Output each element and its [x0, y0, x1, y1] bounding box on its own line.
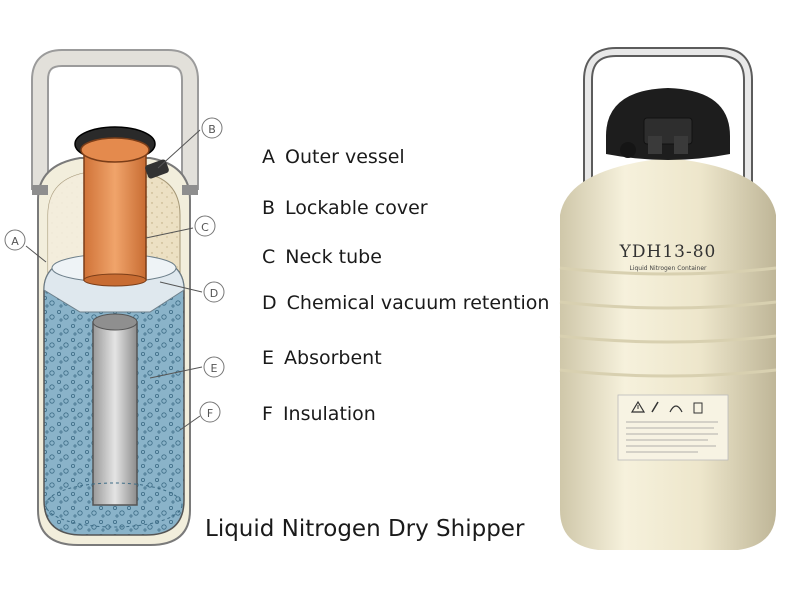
- callout-a: A: [11, 235, 19, 248]
- callout-markers: A B C D E F: [4, 117, 225, 423]
- legend-text: Insulation: [282, 403, 376, 425]
- legend-text: Outer vessel: [285, 146, 405, 168]
- callout-f: F: [207, 407, 213, 420]
- legend-text: Chemical vacuum retention: [286, 292, 550, 314]
- legend-letter: C: [262, 246, 276, 268]
- product-model-label: YDH13-80: [619, 242, 717, 262]
- sample-well: [92, 321, 138, 506]
- legend-letter: E: [262, 347, 275, 369]
- callout-e: E: [211, 362, 218, 375]
- legend-letter: D: [262, 292, 277, 314]
- legend-text: Lockable cover: [285, 197, 428, 219]
- legend-letter: B: [262, 197, 276, 219]
- legend-letter: F: [262, 403, 273, 425]
- legend-text: Absorbent: [284, 347, 382, 369]
- legend-item-lockable-cover: B Lockable cover: [262, 197, 428, 219]
- dry-shipper-cross-section: A B C D E F: [4, 49, 225, 546]
- photo-body: [560, 215, 776, 550]
- product-photo: YDH13-80 Liquid Nitrogen Container: [559, 47, 777, 550]
- photo-shoulder: [560, 158, 776, 215]
- legend-item-insulation: F Insulation: [262, 403, 376, 425]
- callout-d: D: [210, 287, 218, 300]
- neck-tube: [83, 147, 147, 281]
- callout-b: B: [208, 123, 216, 136]
- legend-item-neck-tube: C Neck tube: [262, 246, 382, 268]
- legend-letter: A: [262, 146, 275, 168]
- legend-text: Neck tube: [285, 246, 382, 268]
- warning-label: [617, 394, 729, 461]
- legend-item-absorbent: E Absorbent: [262, 347, 382, 369]
- product-sub-label: Liquid Nitrogen Container: [629, 265, 707, 272]
- legend-item-outer-vessel: A Outer vessel: [262, 146, 405, 168]
- legend-item-chemical-vacuum-retention: D Chemical vacuum retention: [262, 292, 549, 314]
- callout-c: C: [201, 221, 209, 234]
- diagram-caption: Liquid Nitrogen Dry Shipper: [205, 516, 525, 542]
